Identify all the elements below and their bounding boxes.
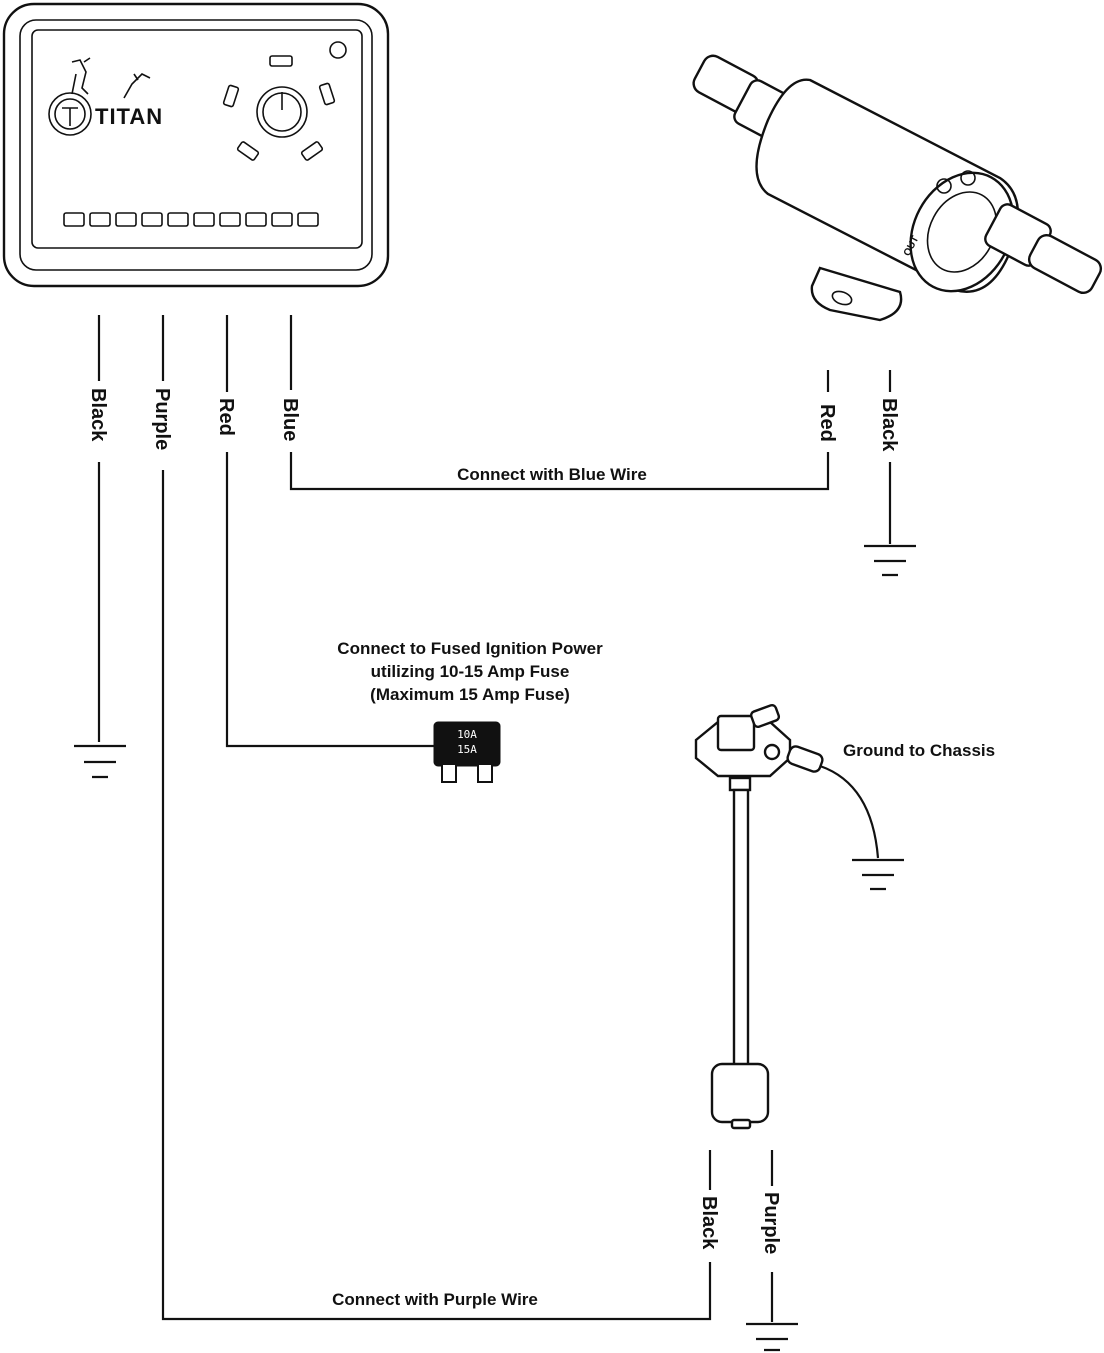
outlet-hose-barb: [1027, 233, 1103, 295]
ground-symbol: [74, 744, 126, 779]
pump-red-label: Red: [816, 404, 838, 442]
ground-icon: [852, 858, 904, 891]
level-segment: [300, 141, 324, 161]
fuse-blade: [441, 763, 457, 783]
controller-blue-label: Blue: [279, 398, 301, 441]
logo-ring: [48, 92, 92, 136]
purple-connection-note: Connect with Purple Wire: [332, 1290, 538, 1309]
indicator-light: [245, 212, 267, 227]
indicator-row: [63, 212, 319, 227]
blue-connection-note: Connect with Blue Wire: [457, 465, 647, 484]
logo-t-mark: [62, 107, 78, 126]
fuse-rating-1: 10A: [457, 728, 477, 741]
controller-bezel: [19, 19, 373, 271]
sender-collar: [728, 776, 752, 792]
ground-icon: [864, 544, 916, 577]
indicator-light: [63, 212, 85, 227]
ground-icon: [746, 1322, 798, 1352]
controller-face: [31, 29, 363, 249]
chassis-ground-wire: [819, 764, 880, 859]
logo-text: TITAN: [95, 104, 163, 129]
sender-wires: Black Purple: [698, 1150, 798, 1352]
controller-red-wire: [225, 315, 434, 748]
fuse-note-line3: (Maximum 15 Amp Fuse): [370, 685, 570, 704]
sender-head: [716, 714, 756, 752]
level-segment: [236, 141, 260, 161]
fuse-note-line1: Connect to Fused Ignition Power: [337, 639, 603, 658]
controller-purple-label: Purple: [151, 388, 173, 450]
controller-blue-wire: [289, 315, 830, 491]
pump-screw: [960, 170, 976, 186]
chassis-ground-note: Ground to Chassis: [843, 741, 995, 760]
ring-terminal: [786, 745, 824, 773]
fuse-body: [433, 721, 501, 767]
sender-float-cap: [730, 1118, 752, 1130]
sender-tube: [732, 788, 750, 1068]
sender-terminal: [763, 743, 781, 761]
sender-nipple: [749, 703, 781, 729]
pump-wires: Red Black: [816, 370, 916, 577]
pump-black-label: Black: [878, 398, 900, 452]
blade-fuse: Connect to Fused Ignition Power utilizin…: [337, 639, 603, 783]
indicator-light: [141, 212, 163, 227]
pump-outlet-fitting: [984, 203, 1103, 295]
logo-inner-ring: [54, 98, 86, 130]
fuel-pump: OUT: [692, 54, 1103, 322]
indicator-light: [115, 212, 137, 227]
indicator-light: [219, 212, 241, 227]
level-segments: [222, 55, 336, 161]
controller-red-label: Red: [215, 398, 237, 436]
power-button-ring: [256, 86, 308, 138]
bracket-hole: [831, 290, 853, 306]
pump-bracket: [810, 266, 903, 322]
logo-figure: [71, 57, 91, 95]
level-segment: [269, 55, 293, 67]
sender-black-label: Black: [698, 1196, 720, 1250]
sender-purple-label: Purple: [760, 1192, 782, 1254]
controller-black-label: Black: [87, 388, 109, 442]
indicator-light: [193, 212, 215, 227]
pump-screw: [936, 178, 952, 194]
sender-float: [710, 1062, 770, 1124]
fuse-rating-2: 15A: [457, 743, 477, 756]
level-sender: Ground to Chassis: [694, 703, 995, 1130]
indicator-light: [297, 212, 319, 227]
fuse-blade: [477, 763, 493, 783]
status-led: [329, 41, 347, 59]
controller-purple-wire: [161, 315, 712, 1321]
fuse-note-line2: utilizing 10-15 Amp Fuse: [371, 662, 570, 681]
controller-wires: Black Purple Red Blue: [87, 315, 830, 1321]
indicator-light: [271, 212, 293, 227]
indicator-light: [167, 212, 189, 227]
logo-figure-arm: [123, 73, 151, 99]
level-segment: [222, 84, 240, 108]
power-button-icon: [256, 86, 308, 138]
level-segment: [318, 82, 336, 106]
indicator-light: [89, 212, 111, 227]
titan-controller: TITAN: [2, 2, 390, 288]
ground-icon: [74, 744, 126, 779]
titan-logo: TITAN: [48, 57, 163, 136]
